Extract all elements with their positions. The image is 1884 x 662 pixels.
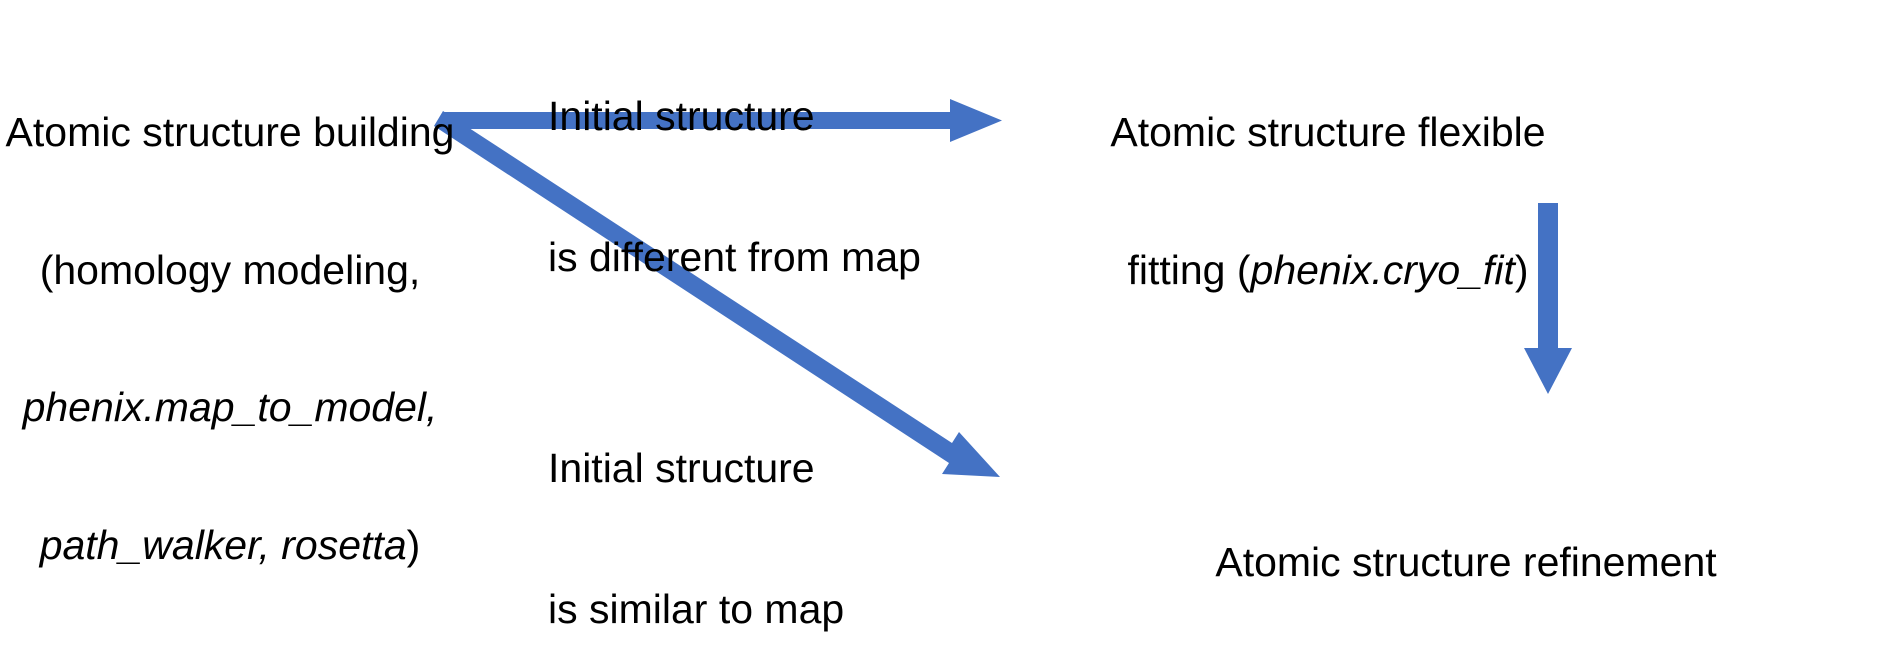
node-atomic-structure-refinement: Atomic structure refinement (phenix.real… — [1048, 448, 1884, 662]
edge-label-similar-to-map: Initial structure is similar to map — [548, 352, 968, 662]
node-building-line-1: Atomic structure building — [5, 108, 455, 155]
node-flexible-fitting-line-2-head: fitting ( — [1127, 246, 1251, 293]
node-building-line-4-italic: path_walker, rosetta — [39, 521, 407, 568]
node-atomic-structure-building: Atomic structure building (homology mode… — [0, 18, 460, 661]
node-flexible-fitting-line-2: fitting (phenix.cryo_fit) — [1078, 246, 1578, 294]
node-building-line-3: phenix.map_to_model, — [22, 384, 438, 431]
edge-label-different-from-map: Initial structure is different from map — [548, 0, 968, 374]
arrow-building-to-flexible-fitting — [444, 99, 1002, 142]
node-refinement-line-1: Atomic structure refinement — [1215, 538, 1717, 585]
arrow-flexible-fitting-to-refinement — [1524, 203, 1572, 394]
node-building-line-4-tail: ) — [406, 521, 421, 568]
edge-label-different-line-1: Initial structure — [548, 93, 815, 140]
node-flexible-fitting-line-2-italic: phenix.cryo_fit — [1250, 246, 1515, 293]
edge-label-similar-line-2: is similar to map — [548, 585, 845, 632]
node-building-line-4: path_walker, rosetta) — [0, 521, 460, 569]
edge-label-different-line-2: is different from map — [548, 233, 921, 280]
node-atomic-structure-flexible-fitting: Atomic structure flexible fitting (pheni… — [1078, 18, 1578, 385]
arrow-building-to-refinement — [434, 111, 1000, 477]
node-building-line-2: (homology modeling, — [39, 246, 421, 293]
node-flexible-fitting-line-1: Atomic structure flexible — [1110, 108, 1546, 155]
edge-label-similar-line-1: Initial structure — [548, 445, 815, 492]
node-flexible-fitting-line-2-tail: ) — [1514, 246, 1529, 293]
